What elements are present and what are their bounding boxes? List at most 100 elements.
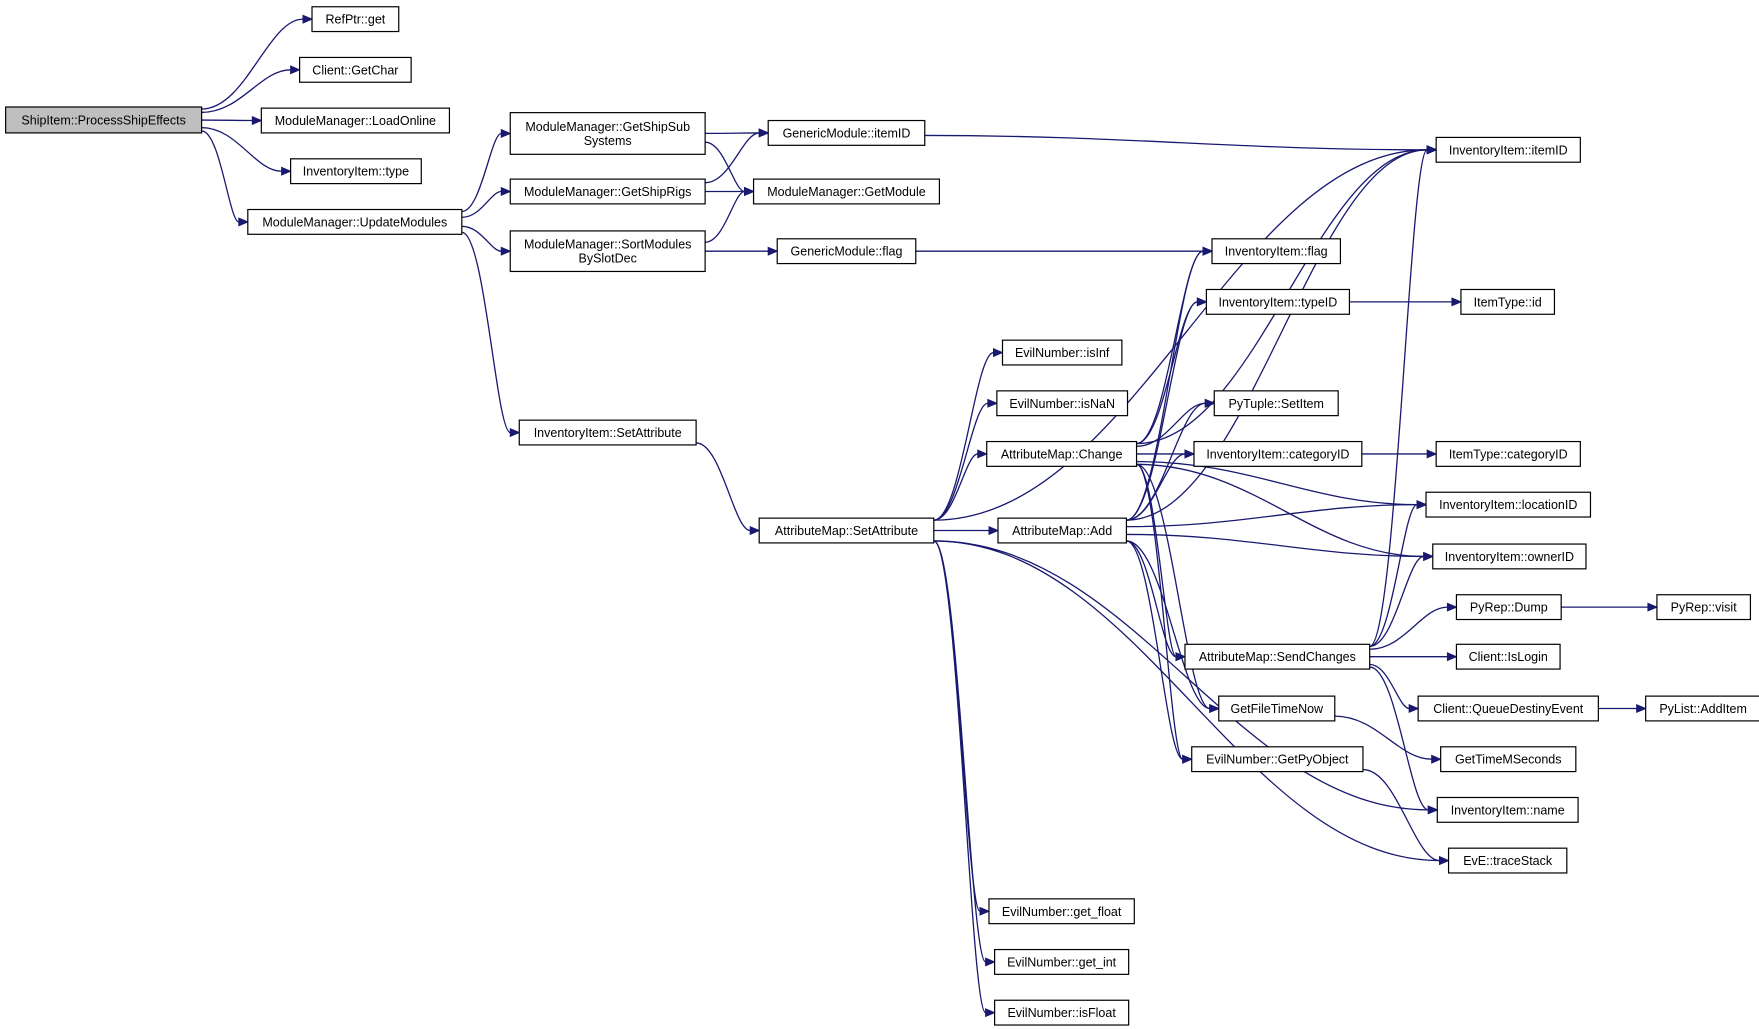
node-box [986, 440, 1138, 467]
node-modulemanager-getshiprigs[interactable]: ModuleManager::GetShipRigs [509, 178, 706, 205]
edge-attributemap-setattribute-to-evilnumber-get-int [933, 540, 996, 967]
node-box [997, 517, 1128, 544]
node-label: AttributeMap::SendChanges [1199, 650, 1356, 664]
node-box [1440, 746, 1577, 773]
edge-arrowhead [281, 166, 292, 176]
edge-attributemap-change-to-getfiletimenow [1136, 463, 1221, 714]
edge-arrowhead [758, 128, 770, 138]
node-pyrep-visit[interactable]: PyRep::visit [1656, 594, 1752, 621]
edge-attributemap-sendchanges-to-inventoryitem-name [1369, 666, 1439, 815]
node-attributemap-sendchanges[interactable]: AttributeMap::SendChanges [1184, 643, 1371, 670]
edge-line [1369, 555, 1424, 647]
edge-arrowhead [238, 217, 250, 227]
edge-arrowhead [1636, 703, 1647, 714]
node-inventoryitem-itemid[interactable]: InventoryItem::itemID [1435, 136, 1581, 163]
node-modulemanager-getmodule[interactable]: ModuleManager::GetModule [752, 178, 941, 205]
edge-line [933, 540, 1440, 862]
edge-attributemap-setattribute-to-evilnumber-isfloat [933, 540, 996, 1018]
node-itemtype-categoryid[interactable]: ItemType::categoryID [1435, 440, 1581, 467]
edge-line [696, 442, 751, 532]
node-inventoryitem-locationid[interactable]: InventoryItem::locationID [1425, 491, 1592, 518]
edge-line [933, 402, 989, 521]
edge-attributemap-setattribute-to-attributemap-add [933, 525, 1000, 536]
node-inventoryitem-categoryid[interactable]: InventoryItem::categoryID [1193, 440, 1363, 467]
node-box [509, 178, 706, 205]
node-attributemap-setattribute[interactable]: AttributeMap::SetAttribute [758, 517, 935, 544]
edge-arrowhead [985, 1008, 996, 1018]
edge-arrowhead [1451, 297, 1463, 307]
node-pyrep-dump[interactable]: PyRep::Dump [1455, 594, 1562, 621]
node-inventoryitem-ownerid[interactable]: InventoryItem::ownerID [1432, 543, 1587, 570]
edge-modulemanager-getshiprigs-to-genericmodule-itemid [705, 128, 770, 184]
node-getfiletimenow[interactable]: GetFileTimeNow [1218, 695, 1336, 722]
node-attributemap-add[interactable]: AttributeMap::Add [997, 517, 1128, 544]
edge-getfiletimenow-to-gettimemseconds [1334, 715, 1442, 764]
edge-line [201, 69, 291, 114]
node-label: Client::QueueDestinyEvent [1433, 702, 1584, 716]
node-eve-tracestack[interactable]: EvE::traceStack [1447, 847, 1568, 874]
node-client-islogin[interactable]: Client::IsLogin [1455, 643, 1561, 670]
node-pylist-additem[interactable]: PyList::AddItem [1645, 695, 1759, 722]
edge-line [1126, 453, 1186, 521]
node-itemtype-id[interactable]: ItemType::id [1460, 288, 1556, 315]
node-evilnumber-get-float[interactable]: EvilNumber::get_float [988, 898, 1135, 925]
node-label: Client::GetChar [312, 63, 398, 77]
node-pytuple-setitem[interactable]: PyTuple::SetItem [1213, 390, 1339, 417]
node-inventoryitem-typeid[interactable]: InventoryItem::typeID [1205, 288, 1351, 315]
edge-evilnumber-getpyobject-to-eve-tracestack [1362, 768, 1450, 866]
node-modulemanager-loadonline[interactable]: ModuleManager::LoadOnline [260, 107, 451, 134]
node-evilnumber-get-int[interactable]: EvilNumber::get_int [994, 948, 1130, 975]
node-client-getchar[interactable]: Client::GetChar [299, 56, 412, 83]
node-refptr-get[interactable]: RefPtr::get [311, 6, 400, 33]
node-box [776, 238, 917, 265]
edge-pyrep-dump-to-pyrep-visit [1561, 602, 1659, 612]
node-inventoryitem-flag[interactable]: InventoryItem::flag [1211, 238, 1342, 265]
node-label: InventoryItem::locationID [1439, 498, 1577, 512]
edge-line [461, 190, 502, 218]
node-box [1455, 594, 1562, 621]
node-client-queuedestinyevent[interactable]: Client::QueueDestinyEvent [1417, 695, 1599, 722]
node-shipitem-processshipeffects[interactable]: ShipItem::ProcessShipEffects [5, 106, 203, 134]
edge-arrowhead [988, 525, 1000, 536]
edge-arrowhead [1426, 449, 1438, 459]
node-gettimemseconds[interactable]: GetTimeMSeconds [1440, 746, 1577, 773]
edge-arrowhead [1446, 602, 1458, 612]
edge-arrowhead [1446, 652, 1458, 662]
node-genericmodule-flag[interactable]: GenericModule::flag [776, 238, 917, 265]
node-label: AttributeMap::SetAttribute [775, 524, 918, 538]
edge-line [461, 132, 502, 213]
node-label: InventoryItem::SetAttribute [534, 426, 682, 440]
node-box [758, 517, 935, 544]
node-label: PyRep::visit [1671, 601, 1738, 615]
edge-attributemap-add-to-inventoryitem-locationid [1126, 500, 1428, 528]
node-label: GetTimeMSeconds [1455, 753, 1562, 767]
node-box [518, 419, 697, 446]
node-inventoryitem-setattribute[interactable]: InventoryItem::SetAttribute [518, 419, 697, 446]
node-label: EvilNumber::GetPyObject [1206, 753, 1349, 767]
node-box [1193, 440, 1363, 467]
node-evilnumber-isinf[interactable]: EvilNumber::isInf [1001, 339, 1123, 366]
edge-inventoryitem-setattribute-to-attributemap-setattribute [696, 442, 761, 536]
edge-line [705, 141, 745, 193]
node-evilnumber-getpyobject[interactable]: EvilNumber::GetPyObject [1191, 746, 1364, 773]
edge-arrowhead [985, 957, 996, 967]
node-attributemap-change[interactable]: AttributeMap::Change [986, 440, 1138, 467]
node-label: Systems [584, 134, 632, 148]
edge-arrowhead [1196, 297, 1208, 307]
edge-modulemanager-sortmodulesbyslotdec-to-genericmodule-flag [705, 246, 779, 256]
edge-inventoryitem-categoryid-to-itemtype-categoryid [1361, 449, 1438, 459]
node-evilnumber-isfloat[interactable]: EvilNumber::isFloat [994, 999, 1130, 1026]
edge-attributemap-add-to-inventoryitem-categoryid [1126, 449, 1196, 521]
node-box [247, 208, 463, 235]
node-genericmodule-itemid[interactable]: GenericModule::itemID [767, 119, 926, 146]
node-box [996, 390, 1129, 417]
edge-line [1136, 250, 1204, 445]
node-box [1435, 440, 1581, 467]
node-evilnumber-isnan[interactable]: EvilNumber::isNaN [996, 390, 1129, 417]
node-inventoryitem-name[interactable]: InventoryItem::name [1436, 796, 1579, 823]
node-inventoryitem-type[interactable]: InventoryItem::type [290, 158, 422, 185]
edge-attributemap-setattribute-to-eve-tracestack [933, 540, 1450, 866]
node-modulemanager-updatemodules[interactable]: ModuleManager::UpdateModules [247, 208, 463, 235]
